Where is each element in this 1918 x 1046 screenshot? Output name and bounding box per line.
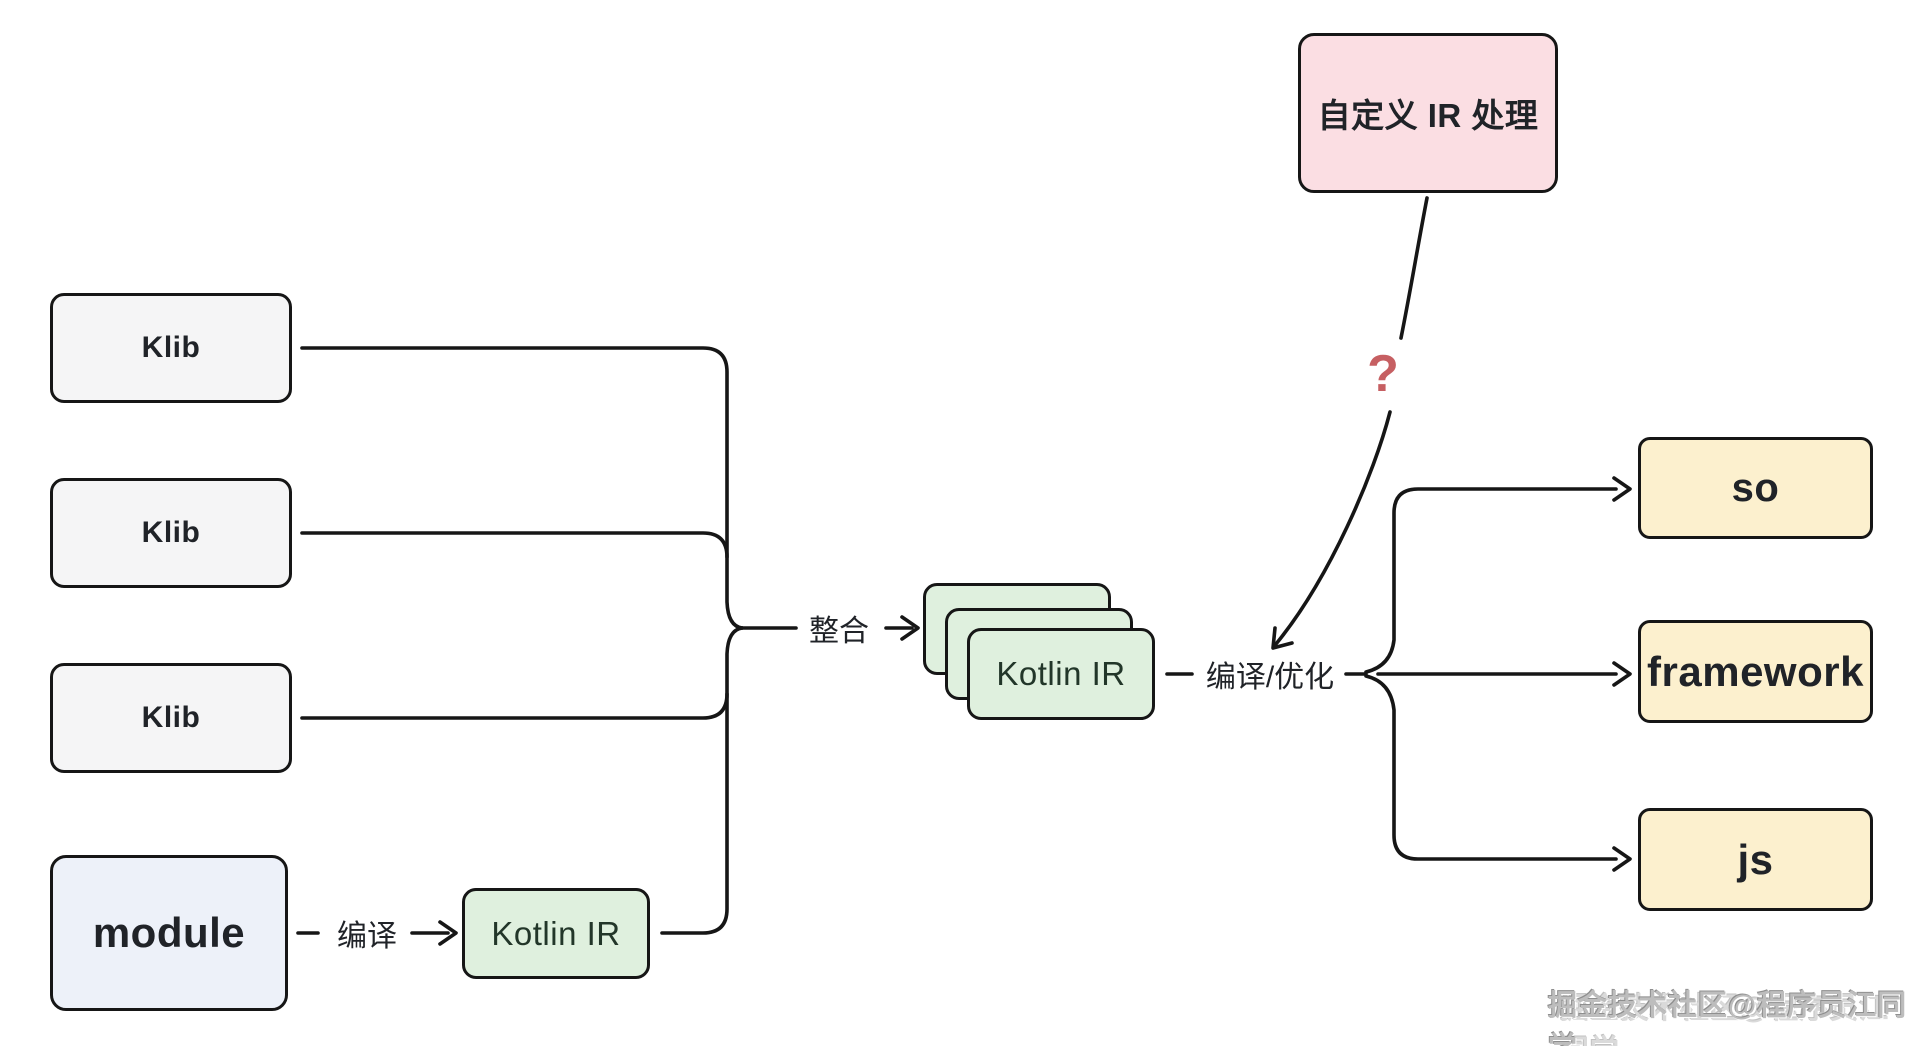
edge-klib3-to-merge bbox=[300, 692, 729, 720]
so-arrowhead bbox=[1612, 476, 1632, 502]
node-output-js-label: js bbox=[1737, 835, 1774, 883]
node-output-js: js bbox=[1638, 808, 1873, 911]
edge-klib2-to-merge bbox=[300, 531, 729, 559]
node-kotlin-ir-single-label: Kotlin IR bbox=[491, 914, 621, 952]
node-custom-ir-label: 自定义 IR 处理 bbox=[1317, 97, 1539, 134]
watermark: 掘金技术社区@程序员江同学 掘金技术社区@程序员江同学 bbox=[1548, 982, 1914, 1046]
edge-label-merge: 整合 bbox=[809, 615, 869, 648]
node-output-so-label: so bbox=[1731, 465, 1780, 510]
edge-custom-curve-lower bbox=[1274, 410, 1392, 646]
edge-ir-single-to-merge bbox=[660, 626, 744, 935]
edge-label-compile-optimize: 编译/优化 bbox=[1205, 661, 1335, 694]
edge-custom-curve-upper bbox=[1399, 196, 1429, 340]
node-output-framework: framework bbox=[1638, 620, 1873, 723]
node-output-framework-label: framework bbox=[1647, 647, 1864, 695]
node-custom-ir: 自定义 IR 处理 bbox=[1298, 33, 1558, 193]
node-klib-2-label: Klib bbox=[141, 516, 201, 549]
node-klib-2: Klib bbox=[50, 478, 292, 588]
edge-fork-down-to-js bbox=[1364, 674, 1618, 861]
question-mark: ? bbox=[1367, 345, 1399, 403]
node-kotlin-ir-single: Kotlin IR bbox=[462, 888, 650, 979]
custom-arrowhead bbox=[1271, 626, 1294, 650]
node-klib-1: Klib bbox=[50, 293, 292, 403]
node-klib-3-label: Klib bbox=[141, 701, 201, 734]
compile-arrowhead bbox=[438, 920, 458, 946]
watermark-text-shadow-copy: 掘金技术社区@程序员江同学 bbox=[1560, 993, 1890, 1046]
edge-fork-up-to-so bbox=[1364, 487, 1618, 674]
edge-klib1-to-merge bbox=[300, 346, 744, 630]
node-klib-3: Klib bbox=[50, 663, 292, 773]
merge-arrowhead bbox=[900, 615, 920, 641]
edge-label-compile: 编译 bbox=[337, 920, 397, 953]
node-output-so: so bbox=[1638, 437, 1873, 539]
node-klib-1-label: Klib bbox=[141, 331, 201, 364]
node-kotlin-ir-stack-label: Kotlin IR bbox=[996, 655, 1126, 692]
node-module: module bbox=[50, 855, 288, 1011]
js-arrowhead bbox=[1612, 846, 1632, 872]
framework-arrowhead bbox=[1612, 661, 1632, 687]
node-module-label: module bbox=[92, 909, 246, 956]
node-kotlin-ir-stack: Kotlin IR bbox=[967, 628, 1155, 720]
watermark-text: 掘金技术社区@程序员江同学 bbox=[1548, 990, 1908, 1046]
